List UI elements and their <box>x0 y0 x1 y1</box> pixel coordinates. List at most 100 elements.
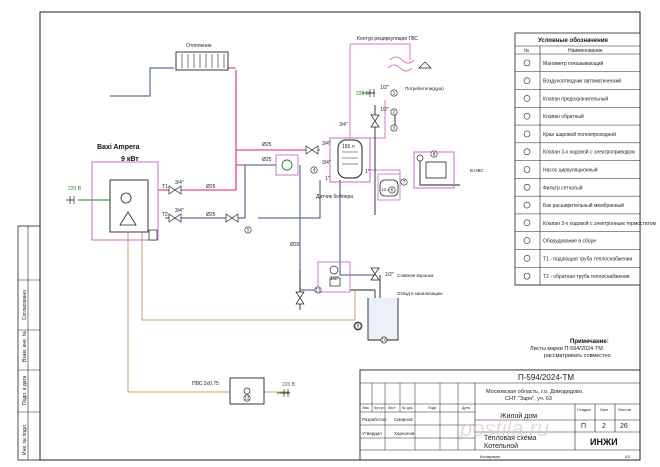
pipe-labels: 220 В 220 В 220 В Т1 Т2 3/4" 3/4" 3/4" 3… <box>68 85 394 388</box>
plug-icon <box>66 196 75 204</box>
ball-valve-icon <box>225 213 239 223</box>
legend-symbol-icon <box>523 77 531 84</box>
stamp-col-kol: Кол.уч <box>374 406 385 410</box>
markers <box>243 89 438 402</box>
drain-tank <box>353 298 399 341</box>
stamp-col-list: Лист <box>388 406 396 410</box>
label-d1-b: 1" <box>325 176 330 182</box>
legend-symbol-icon <box>523 95 531 102</box>
stamp-sheets-v: 26 <box>620 423 628 430</box>
legend-symbol-icon <box>523 130 531 138</box>
tank-sensor: Датчик бойлера <box>316 193 353 200</box>
marker-7: 7 <box>403 180 406 185</box>
marker-8: 8 <box>433 152 436 157</box>
stamp-address-1: Московская область, г.о. Домодедово, <box>486 389 584 395</box>
stamp-col-izm: Изм. <box>362 406 370 410</box>
marker-5: 5 <box>247 228 250 233</box>
side-stamp: Согласовано Взам. инв. № Подп. и дата Ин… <box>17 225 41 461</box>
legend-symbol-icon <box>523 59 531 67</box>
marker-2: 2 <box>393 110 396 115</box>
note-line1: Листы марки П-594/2024-ТМ <box>530 346 603 352</box>
marker-6: 6 <box>391 188 394 193</box>
legend-item-label: Клапан предохранительный <box>543 95 608 102</box>
stamp-col-ndok: № док. <box>402 406 413 410</box>
label-heating: Отопление <box>186 43 212 49</box>
legend-item-label: Насос циркуляционный <box>543 167 598 174</box>
legend-title: Условные обозначения <box>538 37 608 44</box>
legend-symbol-icon <box>523 148 531 156</box>
legend-symbol-icon <box>523 201 531 209</box>
stamp-sheet-title-2: Котельной <box>484 442 518 450</box>
label-d12-a: 1/2" <box>380 85 389 91</box>
valves <box>66 89 380 397</box>
ball-valve-icon <box>168 213 182 223</box>
legend-symbol-icon <box>523 237 531 244</box>
ball-valve-icon <box>305 145 319 155</box>
stamp-stage-h: Стадия <box>577 407 591 412</box>
plug-icon <box>366 89 375 97</box>
stamp-name-dev: Смирнов <box>394 417 413 422</box>
label-d34-b: 3/4" <box>175 208 184 214</box>
legend-item-label: Клапан 3-х ходовой с электроприводом <box>543 149 635 156</box>
marker-3: 3 <box>393 126 396 131</box>
legend-item-label: Т1 - подающая труба теплоснабжения <box>543 256 633 262</box>
stamp-copied: Копировал <box>480 454 501 459</box>
note-title: Примечание: <box>570 339 609 345</box>
water-tank <box>329 137 371 183</box>
label-pvs: ПВС 2х0,75 <box>192 381 219 387</box>
legend-item-label: Манометр показывающий <box>543 60 603 67</box>
legend-symbol-icon <box>523 272 531 280</box>
legend-symbol-icon <box>523 219 531 227</box>
return-loop <box>110 67 375 291</box>
label-220-left: 220 В <box>68 186 82 192</box>
supply-pipes <box>158 70 320 191</box>
black-pipes <box>299 105 460 330</box>
label-d12-c: 1/2" <box>330 276 339 282</box>
label-220-top: 220 В <box>356 91 370 97</box>
label-t1: Т1 <box>162 184 168 190</box>
legend-item-label: Клапан 3-х ходовой с электронным термост… <box>543 220 656 227</box>
stamp-col-data: Дата <box>462 406 470 410</box>
shower-icon <box>418 61 432 69</box>
legend-item-label: Воздухоотводчик автоматический <box>543 78 621 85</box>
marker-texts: 1 2 3 4 5 6 7 8 9 10 11 12 <box>244 91 435 401</box>
marker-12: 12 <box>244 396 250 401</box>
legend-symbol-icon <box>523 112 531 120</box>
stamp-role-appr: Утвердил <box>362 431 382 436</box>
legend-symbol-icon <box>523 255 531 262</box>
label-d12-b: 1/2" <box>380 107 389 113</box>
side-approved: Согласовано <box>22 290 28 320</box>
marker-10: 10 <box>381 338 387 343</box>
label-d12-d: 1/2" <box>385 272 394 278</box>
legend-item-label: Т2 - обратная труба теплоснабжения <box>543 274 630 280</box>
side-inv-sub: Взам. инв. № <box>22 331 28 362</box>
label-o25-b: Ø25 <box>262 157 272 163</box>
tank-volume: 150 л <box>342 144 355 150</box>
title-block <box>359 369 641 461</box>
legend-col-name: Наименование <box>568 48 603 54</box>
plug-icon <box>280 389 289 397</box>
legend-item-label: Кран шаровой полнопроходной <box>543 131 616 138</box>
boiler-power: 9 кВт <box>121 156 139 163</box>
label-o20: Ø20 <box>290 242 300 248</box>
stamp-col-podp: Подп. <box>428 406 437 410</box>
ball-valve-icon <box>168 185 182 195</box>
stamp-sheet-h: Лист <box>600 407 609 412</box>
stamp-address-2: СНТ "Заря", уч. 63 <box>505 396 552 402</box>
label-consumers: Потребители(душ) <box>405 86 444 91</box>
label-to-ivs: В НВС <box>470 168 484 173</box>
ball-valve-icon <box>370 267 380 281</box>
boiler-name: Baxi Ampera <box>97 144 140 151</box>
marker-4: 4 <box>313 168 316 173</box>
marker-1: 1 <box>393 91 396 96</box>
stamp-sheet-title-1: Тепловая схема <box>484 435 537 442</box>
note-line2: рассматривать совместно <box>544 353 611 359</box>
stamp-sheets-h: Листов <box>618 407 631 412</box>
watermark: postila.ru <box>459 416 549 441</box>
legend-item-label: Фильтр сетчатый <box>543 184 583 191</box>
pump-group <box>413 151 455 189</box>
exp-tank-small: 12 л <box>381 187 390 192</box>
legend-symbol-icon <box>523 183 531 191</box>
label-drain-sewer: Отвод в канализацию <box>397 291 443 296</box>
